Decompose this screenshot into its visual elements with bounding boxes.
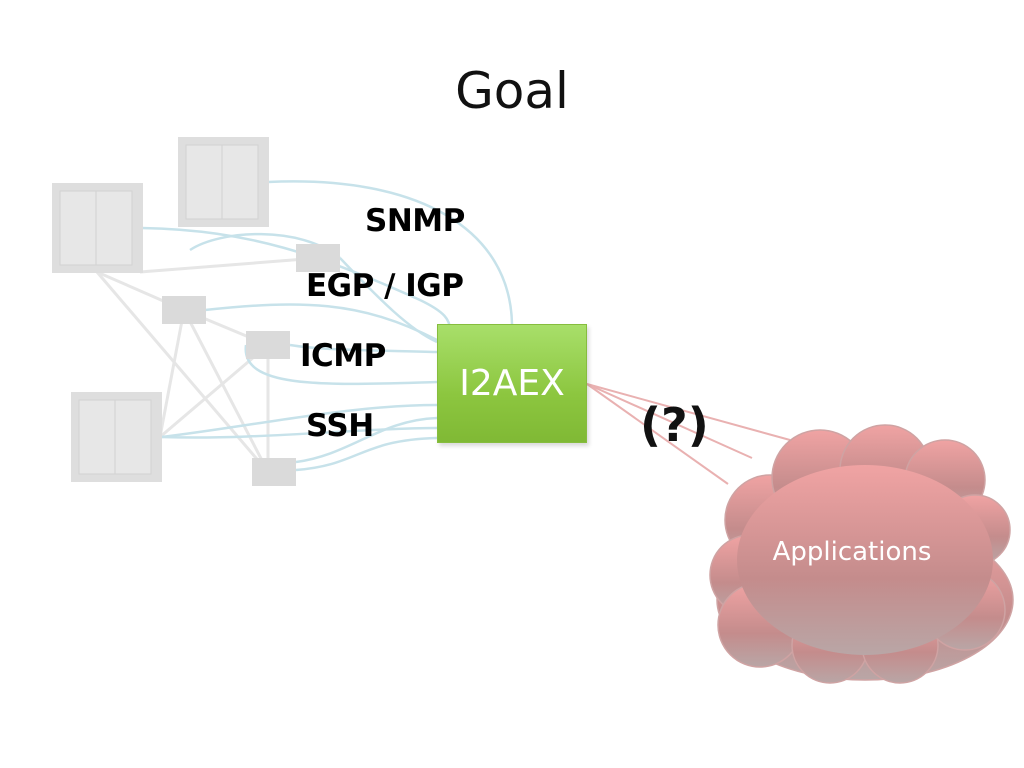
i2aex-node: I2AEX: [437, 324, 587, 443]
protocol-label-ssh: SSH: [306, 408, 374, 444]
protocol-label-egp-igp: EGP / IGP: [306, 268, 464, 304]
application-links: [586, 383, 791, 485]
protocol-links: [141, 180, 514, 472]
device-small-3: [246, 331, 290, 359]
device-large-3: [71, 392, 162, 482]
applications-cloud: [709, 424, 1014, 684]
protocol-label-snmp: SNMP: [365, 203, 465, 239]
device-small-4: [252, 458, 296, 486]
i2aex-label: I2AEX: [459, 363, 565, 404]
applications-label: Applications: [772, 537, 932, 567]
device-large-2: [52, 183, 143, 273]
device-large-1: [178, 137, 269, 227]
device-small-2: [162, 296, 206, 324]
unknown-interface-label: (?): [640, 398, 709, 452]
protocol-label-icmp: ICMP: [300, 338, 386, 374]
device-small-1: [296, 244, 340, 272]
slide-title: Goal: [455, 62, 569, 120]
